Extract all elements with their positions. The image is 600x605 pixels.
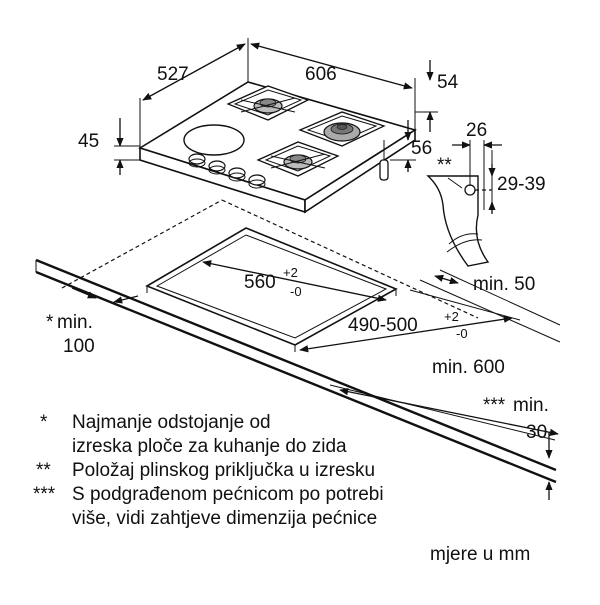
legend-text: izreska ploče za kuhanje do zida <box>72 436 347 457</box>
dim-min-back-value: 100 <box>63 336 95 357</box>
dim-connector-range-label: 29-39 <box>497 174 546 195</box>
gas-connector-post <box>379 159 389 181</box>
legend-mark: ** <box>36 460 51 481</box>
burner-back <box>226 85 310 121</box>
legend: * Najmanje odstojanje od izreska ploče z… <box>33 412 384 529</box>
dim-height-top-label: 54 <box>437 72 459 93</box>
dim-min-back-label: min. <box>57 312 93 333</box>
dim-connector-offset-label: 26 <box>466 120 487 141</box>
burner-right <box>298 111 386 147</box>
legend-text: S podgrađenom pećnicom po potrebi <box>72 484 384 505</box>
dim-height-side-label: 45 <box>78 131 99 152</box>
burner-front <box>256 141 340 177</box>
dim-min-front-label: min. 50 <box>473 274 535 295</box>
units-label: mjere u mm <box>430 544 530 565</box>
dim-min-back-mark: * <box>46 312 54 333</box>
dim-min-bottom-label: min. <box>513 395 549 416</box>
dim-min-bottom-value: 30 <box>526 422 547 443</box>
connector-mark: ** <box>437 155 452 176</box>
legend-text: više, vidi zahtjeve dimenzija pećnice <box>72 508 377 529</box>
dim-depth-label: 527 <box>157 64 189 85</box>
dim-min-side-label: min. 600 <box>432 357 505 378</box>
dim-min-bottom-mark: *** <box>483 395 506 416</box>
dim-height-right-label: 56 <box>411 138 432 159</box>
legend-text: Položaj plinskog priključka u izresku <box>72 460 375 481</box>
legend-mark: *** <box>33 484 56 505</box>
cutout-dimension-lines <box>71 260 559 500</box>
legend-mark: * <box>40 412 48 433</box>
dim-cutout-width-tol-minus: -0 <box>290 284 302 299</box>
control-knobs <box>188 153 266 189</box>
hob <box>138 81 417 214</box>
hob-side-edge <box>304 128 416 214</box>
dim-cutout-width-label: 560 <box>244 272 276 293</box>
dim-width-label: 606 <box>305 64 337 85</box>
electric-zone-icon <box>183 124 245 156</box>
dim-cutout-width-tol-plus: +2 <box>283 265 298 280</box>
gas-connector-detail <box>426 140 502 267</box>
legend-text: Najmanje odstojanje od <box>72 412 271 433</box>
dim-cutout-depth-tol-plus: +2 <box>444 309 459 324</box>
dim-cutout-depth-label: 490-500 <box>348 315 418 336</box>
dim-cutout-depth-tol-minus: -0 <box>456 326 468 341</box>
hob-dimension-lines <box>114 38 438 175</box>
